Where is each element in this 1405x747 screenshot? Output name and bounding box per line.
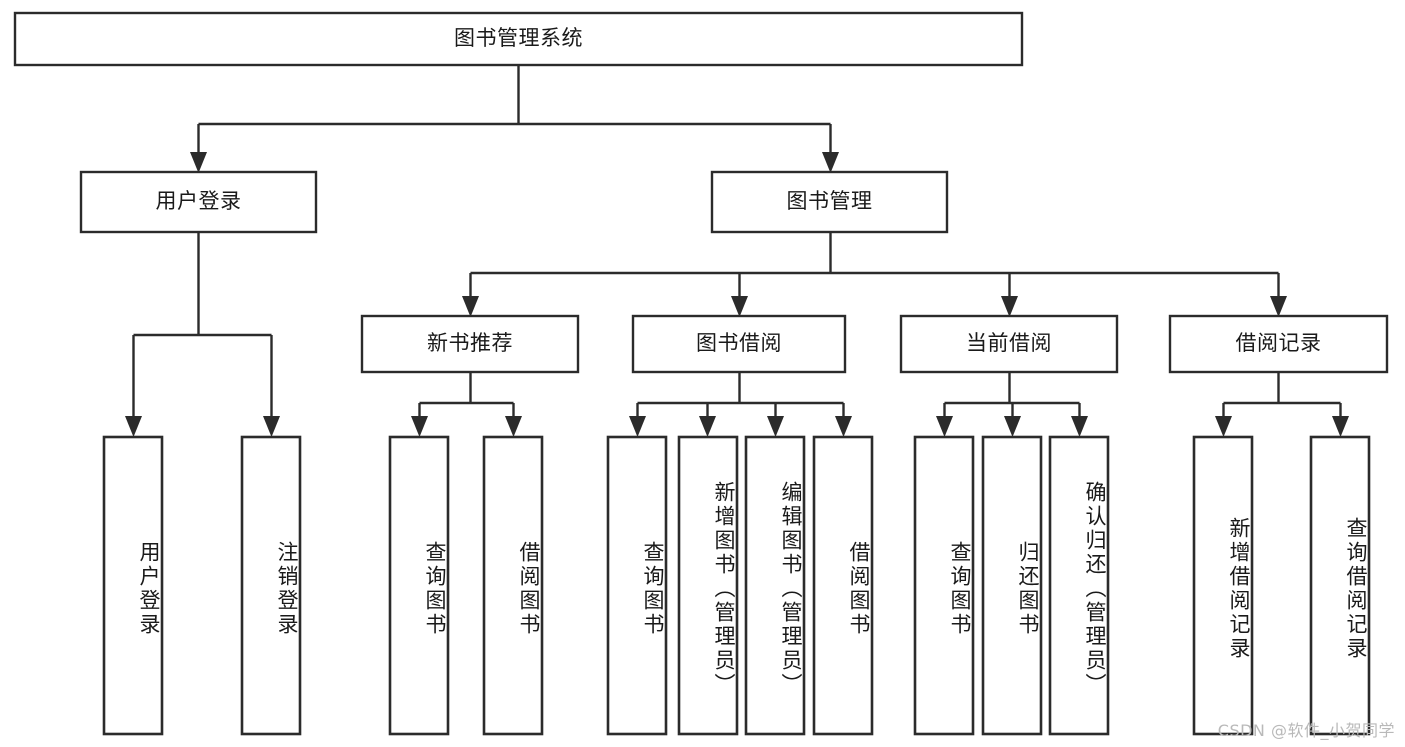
- arrow-leaf: [1071, 416, 1088, 437]
- arrow-to-borrow-record: [1270, 296, 1287, 317]
- leaf-box-1[interactable]: [240, 435, 302, 736]
- arrow-leaf: [1215, 416, 1232, 437]
- node-box-current-borrow[interactable]: [899, 314, 1119, 374]
- node-box-new-book-recommend[interactable]: [360, 314, 580, 374]
- leaf-box-6[interactable]: [744, 435, 806, 736]
- arrow-leaf: [936, 416, 953, 437]
- leaf-box-0[interactable]: [102, 435, 164, 736]
- arrow-to-current-borrow: [1001, 296, 1018, 317]
- leaf-box-8[interactable]: [913, 435, 975, 736]
- arrow-leaf: [835, 416, 852, 437]
- leaf-box-3[interactable]: [482, 435, 544, 736]
- connector-book-manage-to-level3: [462, 232, 1287, 317]
- arrow-to-new-book: [462, 296, 479, 317]
- node-box-borrow-record[interactable]: [1168, 314, 1389, 374]
- node-box-book-borrow[interactable]: [631, 314, 847, 374]
- connector-new-book-to-leaves: [411, 372, 522, 437]
- arrow-to-book-manage: [822, 152, 839, 173]
- arrow-leaf: [125, 416, 142, 437]
- arrow-leaf: [1004, 416, 1021, 437]
- arrow-leaf: [629, 416, 646, 437]
- arrow-leaf: [411, 416, 428, 437]
- leaf-box-2[interactable]: [388, 435, 450, 736]
- arrow-leaf: [505, 416, 522, 437]
- leaf-box-5[interactable]: [677, 435, 739, 736]
- leaf-box-10[interactable]: [1048, 435, 1110, 736]
- node-box-root[interactable]: [13, 11, 1024, 67]
- arrow-leaf: [767, 416, 784, 437]
- connector-borrow-record-to-leaves: [1215, 372, 1349, 437]
- leaf-box-12[interactable]: [1309, 435, 1371, 736]
- arrow-to-user-login: [190, 152, 207, 173]
- arrow-leaf: [263, 416, 280, 437]
- connector-borrow-to-leaves: [629, 372, 852, 437]
- arrow-to-borrow: [731, 296, 748, 317]
- node-box-book-manage[interactable]: [710, 170, 949, 234]
- leaf-box-11[interactable]: [1192, 435, 1254, 736]
- leaf-box-9[interactable]: [981, 435, 1043, 736]
- connector-current-borrow-to-leaves: [936, 372, 1088, 437]
- connector-user-login-to-leaves: [125, 232, 280, 437]
- leaf-box-7[interactable]: [812, 435, 874, 736]
- node-box-user-login[interactable]: [79, 170, 318, 234]
- connector-root-to-level2: [190, 65, 839, 173]
- arrow-leaf: [1332, 416, 1349, 437]
- arrow-leaf: [699, 416, 716, 437]
- leaf-box-4[interactable]: [606, 435, 668, 736]
